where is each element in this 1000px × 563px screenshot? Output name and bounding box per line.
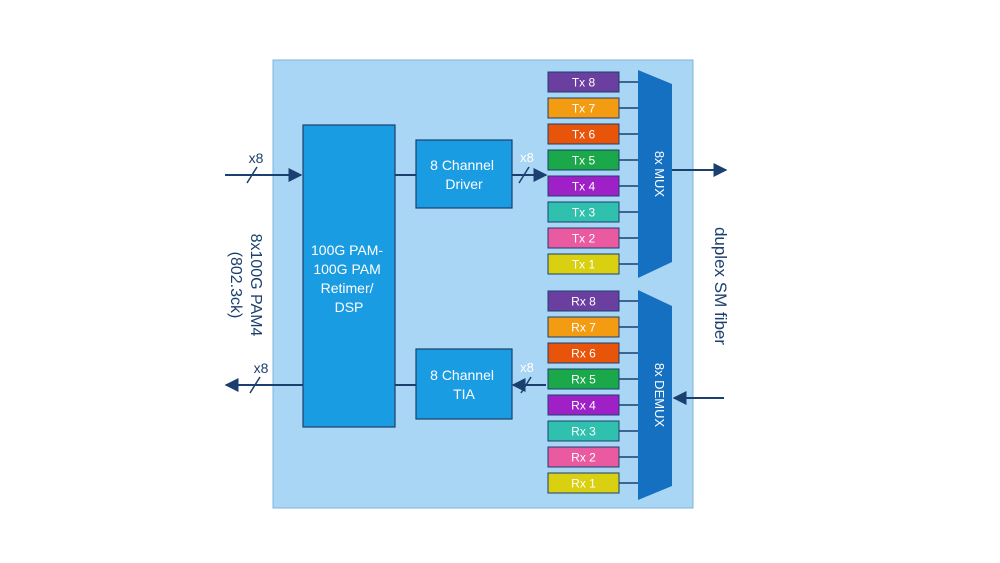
tia-block (415, 348, 513, 420)
rx-channel-box (547, 446, 620, 468)
tx-channel-label: Tx 3 (572, 206, 596, 220)
rx-channel-label: Rx 2 (571, 451, 596, 465)
rx-channel-box (547, 368, 620, 390)
demux-label: 8x DEMUX (652, 363, 667, 428)
tx-channel-label: Tx 1 (572, 258, 596, 272)
tx-channel-label: Tx 4 (572, 180, 596, 194)
tx-channel-box (547, 97, 620, 119)
tx-channel-label: Tx 8 (572, 76, 596, 90)
rx-channel-box (547, 394, 620, 416)
rx-channel-label: Rx 6 (571, 347, 596, 361)
tx-channel-box (547, 123, 620, 145)
tx-channel-box (547, 149, 620, 171)
tx-channel-box (547, 227, 620, 249)
retimer-dsp-label: 100G PAM- 100G PAM Retimer/ DSP (311, 242, 387, 315)
tia-label: 8 Channel TIA (430, 367, 498, 402)
mux-block (638, 70, 672, 278)
input-bus-width-label: x8 (249, 150, 264, 166)
output-bus-width-label: x8 (254, 360, 269, 376)
driver-to-tx-slash (518, 166, 530, 184)
rx-channel-label: Rx 1 (571, 477, 596, 491)
rx-channel-box (547, 316, 620, 338)
rx-channel-label: Rx 3 (571, 425, 596, 439)
tx-channel-box (547, 71, 620, 93)
retimer-dsp-block (302, 124, 396, 428)
rx-channel-label: Rx 7 (571, 321, 596, 335)
tx-channel-label: Tx 6 (572, 128, 596, 142)
rx-channel-label: Rx 5 (571, 373, 596, 387)
fiber-label: duplex SM fiber (711, 227, 730, 345)
rx-channel-box (547, 290, 620, 312)
driver-block (415, 139, 513, 209)
rx-channel-box (547, 342, 620, 364)
tx-channel-label: Tx 7 (572, 102, 596, 116)
output-bus-slash (249, 376, 261, 394)
tx-channel-box (547, 253, 620, 275)
tx-channel-group: Tx 8 Tx 7 Tx 6 Tx 5 Tx 4 Tx 3 Tx 2 Tx 1 (547, 71, 638, 275)
rx-to-tia-slash (520, 376, 532, 394)
driver-label: 8 Channel Driver (430, 157, 498, 192)
tx-channel-box (547, 201, 620, 223)
electrical-interface-label: 8x100G PAM4 (247, 234, 264, 337)
tx-channel-box (547, 175, 620, 197)
rx-channel-label: Rx 4 (571, 399, 596, 413)
input-bus-slash (246, 166, 258, 184)
mux-label: 8x MUX (652, 151, 667, 198)
tx-channel-label: Tx 5 (572, 154, 596, 168)
electrical-interface-standard: (802.3ck) (227, 252, 244, 319)
demux-block (638, 290, 672, 500)
rx-to-tia-width-label: x8 (520, 360, 534, 375)
tx-channel-label: Tx 2 (572, 232, 596, 246)
driver-to-tx-width-label: x8 (520, 150, 534, 165)
rx-channel-group: Rx 8 Rx 7 Rx 6 Rx 5 Rx 4 Rx 3 Rx 2 Rx 1 (547, 290, 638, 494)
rx-channel-box (547, 472, 620, 494)
rx-channel-label: Rx 8 (571, 295, 596, 309)
rx-channel-box (547, 420, 620, 442)
